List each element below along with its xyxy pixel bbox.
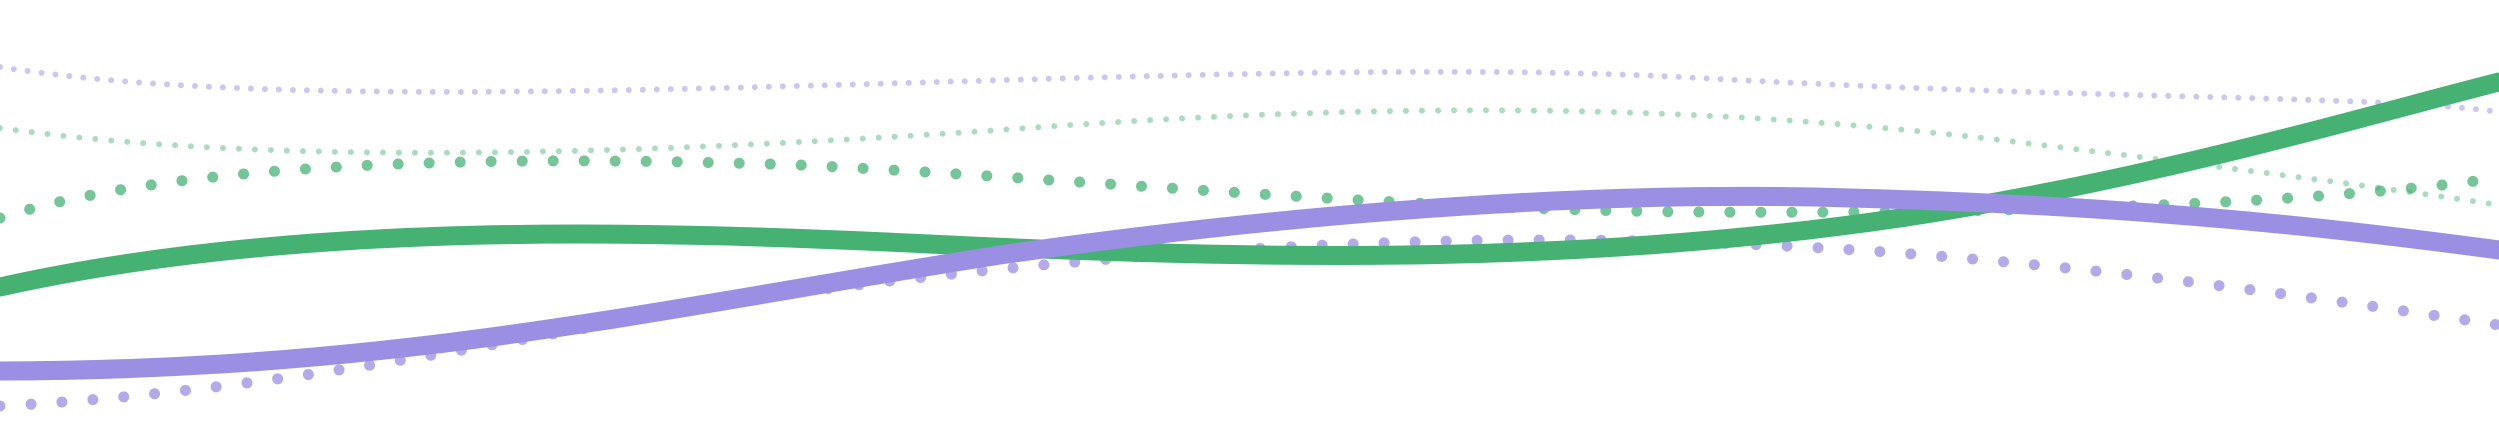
purple-dotted-wave [0,234,2499,412]
green-faint-dotted-wave [0,107,2499,208]
green-solid-wave [0,72,2499,297]
purple-solid-wave [0,186,2499,381]
purple-faint-dotted-wave [0,64,2499,115]
